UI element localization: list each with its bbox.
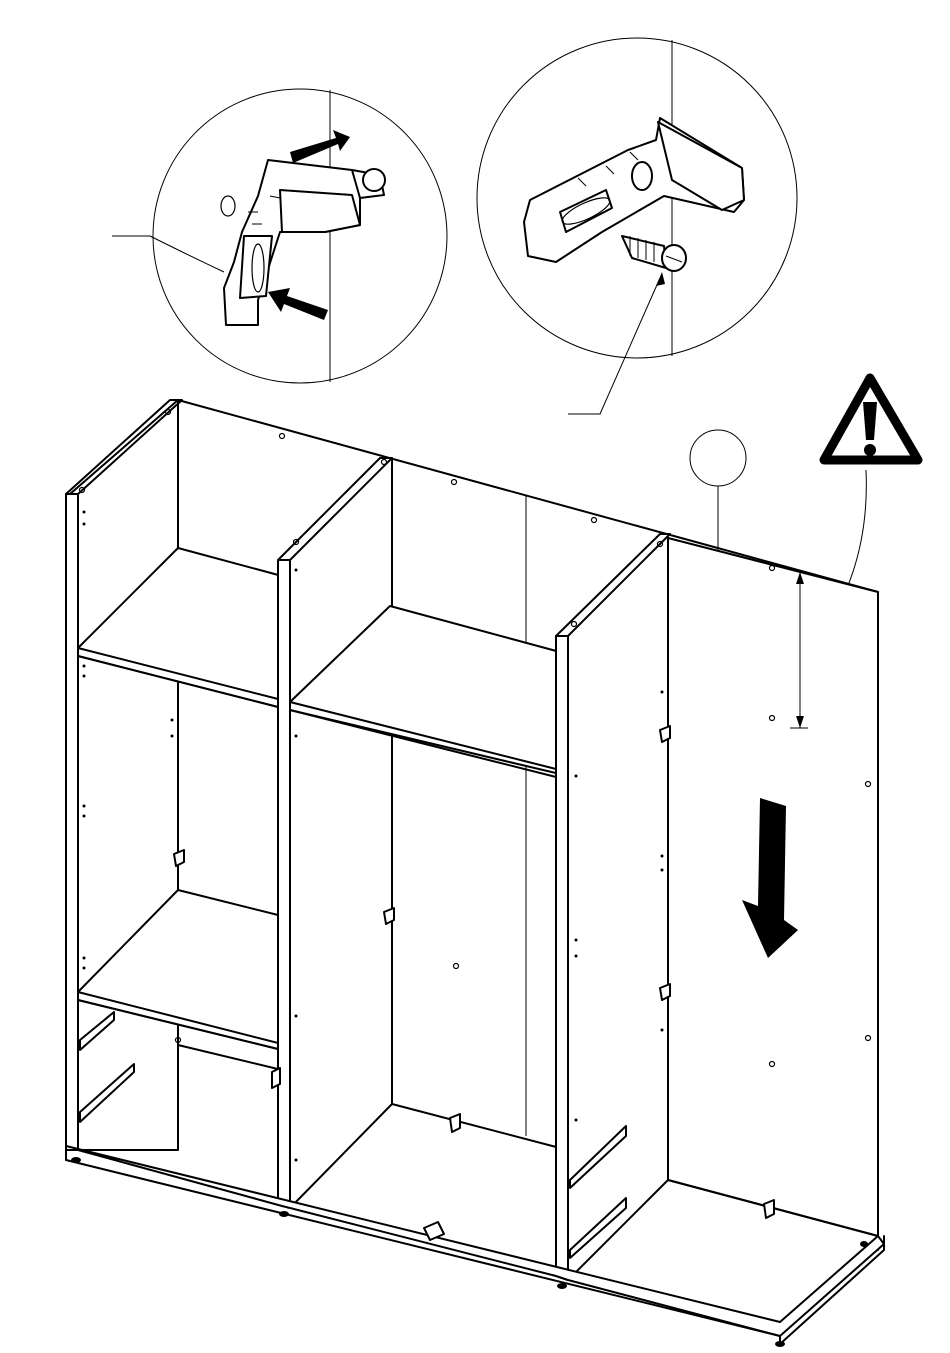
detail-circle-left (112, 89, 447, 383)
push-arrow-lower-icon (268, 288, 328, 320)
hinge-bracket (224, 160, 385, 325)
detail-circle-right (477, 38, 797, 414)
wardrobe-carcass (66, 400, 884, 1347)
push-arrow-upper-icon (290, 130, 350, 163)
screw-part (622, 236, 686, 271)
